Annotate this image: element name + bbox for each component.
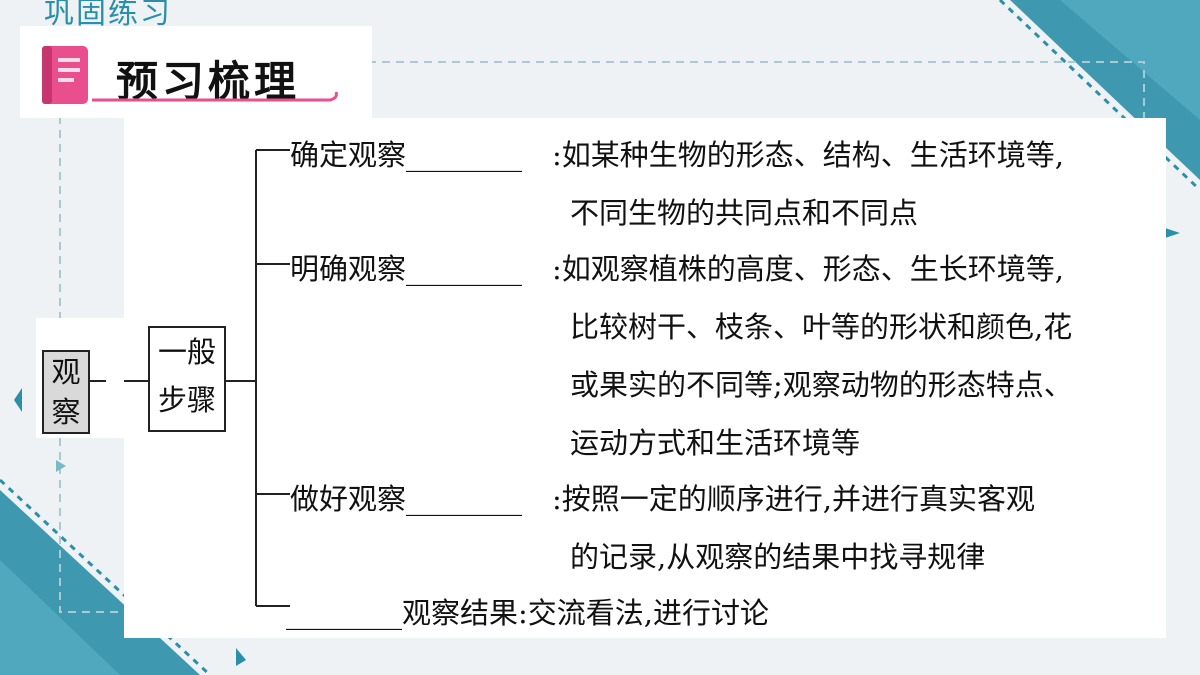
branch-1-content-line-2: 不同生物的共同点和不同点 [570,196,919,230]
branch-2-label: 明确观察________ [290,252,523,286]
branch-2-content-line-4: 运动方式和生活环境等 [570,426,861,460]
branch-2-blank[interactable]: ________ [406,252,523,286]
root-node-char-2: 察 [51,395,81,429]
root-node-box: 观 察 [42,350,90,434]
root-node-char-1: 观 [51,355,81,389]
content-panel [124,118,1166,638]
branch-4-blank[interactable]: ________ [286,596,402,630]
branch-2-content-line-1: :如观察植株的高度、形态、生长环境等, [552,252,1064,286]
branch-1-content-line-1: :如某种生物的形态、结构、生活环境等, [552,138,1064,172]
branch-2-content-line-3: 或果实的不同等;观察动物的形态特点、 [570,368,1073,402]
title-underline [92,91,338,102]
section-title: 预习梳理 [116,57,301,106]
mid-node-box: 一般 步骤 [148,326,226,432]
top-section-label: 巩固练习 [44,0,172,31]
mid-node-line-1: 一般 [157,335,216,369]
branch-2-content-line-2: 比较树干、枝条、叶等的形状和颜色,花 [570,310,1073,344]
branch-3-label: 做好观察________ [290,482,523,516]
branch-1-label: 确定观察________ [290,138,523,172]
mid-node-line-2: 步骤 [157,383,216,417]
branch-4-label: ________观察结果:交流看法,进行讨论 [286,596,770,630]
branch-3-content-line-2: 的记录,从观察的结果中找寻规律 [570,540,986,574]
branch-1-blank[interactable]: ________ [406,138,523,172]
book-icon [42,46,88,104]
branch-3-blank[interactable]: ________ [406,482,523,516]
branch-3-content-line-1: :按照一定的顺序进行,并进行真实客观 [552,482,1035,516]
